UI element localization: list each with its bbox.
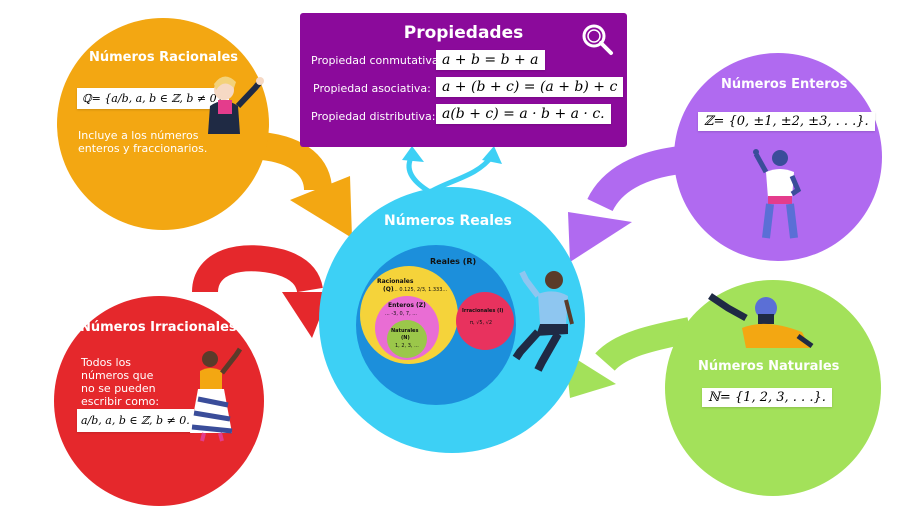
arrow-racionales-to-reales xyxy=(260,132,332,192)
person-racionales-illustration xyxy=(208,76,264,134)
enteros-set-label: Enteros (Z) xyxy=(388,302,426,309)
naturales-set-circle xyxy=(387,320,427,358)
arrow-enteros-head xyxy=(568,212,632,262)
prop-asociativa-formula: a + (b + c) = (a + b) + c xyxy=(436,77,624,97)
prop-conmutativa-label: Propiedad conmutativa: xyxy=(311,54,443,67)
racionales-set-examples: ... 0.125, 2/3, 1.333... xyxy=(393,287,448,293)
arrow-enteros-to-reales xyxy=(587,146,683,212)
naturales-set-symbol: (N) xyxy=(401,335,410,341)
irracionales-title: Números Irracionales xyxy=(80,320,237,335)
irracionales-set-circle xyxy=(456,292,514,350)
propiedades-title: Propiedades xyxy=(403,23,524,43)
racionales-description: Incluye a los números enteros y fraccion… xyxy=(78,129,208,155)
racionales-title: Números Racionales xyxy=(89,50,239,65)
naturales-set-label: Naturales xyxy=(391,328,419,334)
enteros-title: Números Enteros xyxy=(721,77,848,92)
arrow-reales-to-irracionales xyxy=(192,245,323,294)
propiedades-panel: Propiedades Propiedad conmutativa: a + b… xyxy=(300,13,627,147)
irracionales-description: Todos los números que no se pueden escri… xyxy=(81,356,160,408)
irracionales-formula: a/b, a, b ∈ ℤ, b ≠ 0. xyxy=(77,409,194,432)
reales-title: Números Reales xyxy=(384,213,512,229)
prop-asociativa-label: Propiedad asociativa: xyxy=(313,82,431,95)
person-naturales-illustration xyxy=(708,293,814,349)
arrow-propiedades-head-right xyxy=(482,146,502,164)
racionales-formula-set: {a/b, a, b ∈ ℤ, b ≠ 0} xyxy=(104,92,224,105)
naturales-set-examples: 1, 2, 3, ... xyxy=(395,343,419,349)
arrow-propiedades-head-left xyxy=(402,146,424,162)
irracionales-set-examples: π, √5, √2 xyxy=(470,320,493,326)
prop-distributiva-formula: a(b + c) = a · b + a · c. xyxy=(436,104,611,124)
person-reales-illustration xyxy=(512,270,574,372)
racionales-set-label: Racionales xyxy=(377,278,414,285)
prop-distributiva-label: Propiedad distributiva: xyxy=(311,110,436,123)
enteros-formula: ℤ= {0, ±1, ±2, ±3, . . .}. xyxy=(698,112,875,131)
racionales-formula: ℚ= {a/b, a, b ∈ ℤ, b ≠ 0} xyxy=(77,88,229,109)
enteros-set-examples: ... -3, 0, 7, ... xyxy=(385,311,418,317)
racionales-set-symbol: (Q) xyxy=(383,286,394,293)
racionales-formula-prefix: ℚ= xyxy=(82,92,101,105)
arrow-irracionales-head xyxy=(282,292,330,338)
irracionales-circle xyxy=(54,296,264,506)
search-icon xyxy=(580,22,614,56)
naturales-formula: ℕ= {1, 2, 3, . . .}. xyxy=(702,388,832,407)
arrow-naturales-to-reales xyxy=(595,317,693,372)
naturales-title: Números Naturales xyxy=(698,359,840,374)
person-enteros-illustration xyxy=(753,149,802,239)
arrow-naturales-head xyxy=(565,352,616,398)
person-irracionales-illustration xyxy=(190,347,243,442)
reales-diagram-title: Reales (R) xyxy=(430,257,477,266)
irracionales-set-label: Irracionales (I) xyxy=(462,308,504,314)
arrow-racionales-head xyxy=(290,176,352,238)
prop-conmutativa-formula: a + b = b + a xyxy=(436,50,545,70)
